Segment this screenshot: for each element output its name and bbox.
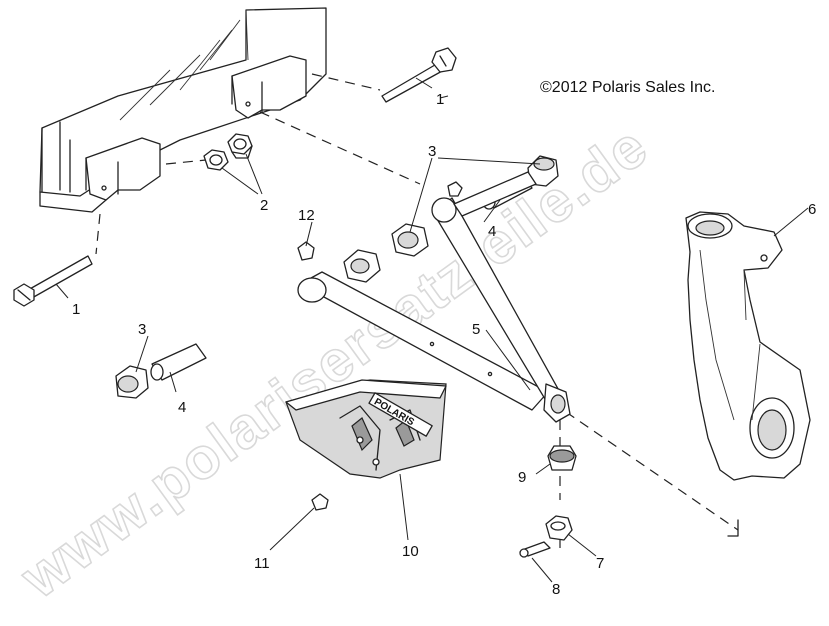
- nut-right: [227, 133, 253, 159]
- bushing-center: [343, 249, 381, 283]
- callout-4-lower: 4: [178, 399, 186, 416]
- callout-5: 5: [472, 321, 480, 338]
- leader-lines: [55, 77, 809, 583]
- a-arm: [297, 171, 571, 423]
- callout-1-upper: 1: [436, 91, 444, 108]
- callout-labels: 1 1 2 3 3 4 4 5 6 7 8 9 10 11 12: [72, 91, 816, 598]
- callout-4-upper: 4: [488, 223, 496, 240]
- callout-6: 6: [808, 201, 816, 218]
- callout-7: 7: [596, 555, 604, 572]
- callout-8: 8: [552, 581, 560, 598]
- clip-12: [297, 241, 315, 261]
- assembly-line-upper-arm: [259, 111, 421, 185]
- assembly-line-knuckle: [565, 411, 739, 531]
- callout-9: 9: [518, 469, 526, 486]
- callout-12: 12: [298, 207, 315, 224]
- steering-knuckle: [685, 211, 811, 481]
- bolt-upper: [381, 47, 457, 103]
- bolt-lower: [13, 255, 93, 307]
- screw-11: [311, 493, 329, 511]
- callout-1-lower: 1: [72, 301, 80, 318]
- callout-2: 2: [260, 197, 268, 214]
- callout-3-upper: 3: [428, 143, 436, 160]
- cotter-pin-8: [519, 541, 551, 558]
- callout-11: 11: [254, 555, 270, 572]
- bushing-mid: [391, 223, 429, 257]
- castle-nut-7: [545, 515, 573, 541]
- knuckle-bracket-line: [727, 519, 739, 537]
- sleeve-left: [150, 343, 207, 381]
- nut-left: [203, 149, 229, 171]
- callout-10: 10: [402, 543, 419, 560]
- assembly-line-bolt-lower: [95, 213, 101, 255]
- copyright-text: ©2012 Polaris Sales Inc.: [540, 79, 715, 96]
- boot-9: [547, 445, 577, 471]
- frame-section: [39, 7, 327, 213]
- bushing-left: [115, 365, 149, 399]
- assembly-line-bolt-upper: [311, 73, 381, 91]
- callout-3-lower: 3: [138, 321, 146, 338]
- clip-upper: [447, 181, 463, 197]
- assembly-line-nut: [165, 159, 207, 165]
- skid-plate-10: POLARIS: [285, 379, 447, 479]
